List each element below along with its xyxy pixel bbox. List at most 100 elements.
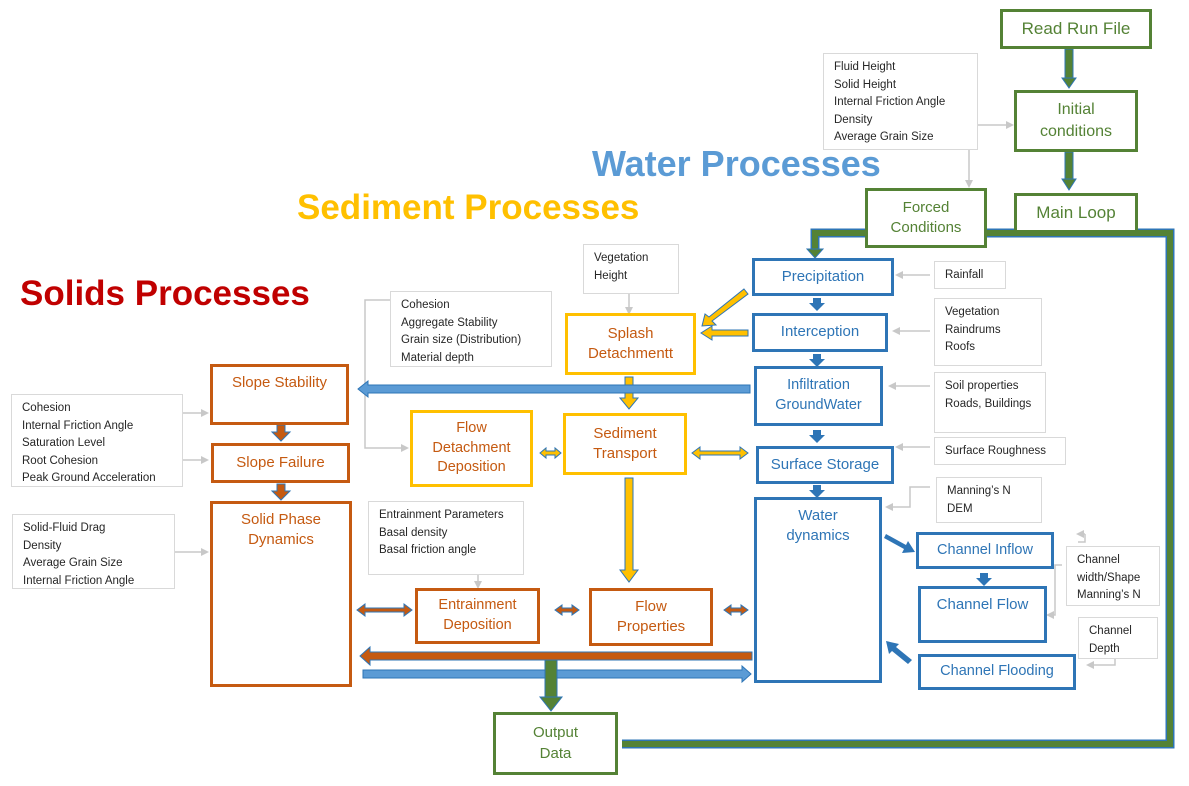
channel-inflow-label: Channel Inflow: [937, 541, 1033, 558]
param-item: Average Grain Size: [23, 557, 123, 569]
flow-detachment-label-3: Deposition: [437, 459, 506, 476]
slope-stability-box[interactable]: Slope Stability: [210, 364, 349, 425]
surface-storage-label: Surface Storage: [770, 455, 880, 473]
param-item: Internal Friction Angle: [834, 96, 946, 108]
solids-chain-arrows: [270, 424, 292, 501]
splash-detachment-label-1: Splash: [607, 324, 654, 342]
slope-failure-box[interactable]: Slope Failure: [211, 443, 350, 483]
slope-params-box: Cohesion Internal Friction Angle Saturat…: [11, 394, 183, 487]
param-item: Depth: [1089, 642, 1120, 655]
channel-flow-label: Channel Flow: [936, 596, 1029, 613]
vegetation-params-box: Vegetation Height: [583, 244, 679, 294]
param-item: Roads, Buildings: [945, 397, 1032, 410]
flow-detachment-label-1: Flow: [456, 420, 487, 437]
initial-conditions-box[interactable]: Initial conditions: [1014, 90, 1138, 152]
solid-phase-dynamics-label-1: Solid Phase: [240, 511, 322, 528]
sediment-transport-label-1: Sediment: [593, 424, 657, 442]
water-chain-arrows: [809, 298, 992, 664]
entrainment-deposition-label-1: Entrainment: [438, 597, 517, 614]
interception-label: Interception: [780, 323, 860, 341]
precipitation-box[interactable]: Precipitation: [752, 258, 894, 296]
water-dynamics-box[interactable]: Water dynamics: [754, 497, 882, 683]
param-item: Cohesion: [22, 402, 71, 414]
read-run-file-box[interactable]: Read Run File: [1000, 9, 1152, 49]
slope-failure-label: Slope Failure: [236, 453, 325, 471]
param-item: Peak Ground Acceleration: [22, 472, 156, 484]
param-item: Height: [594, 269, 628, 282]
main-loop-box[interactable]: Main Loop: [1014, 193, 1138, 233]
infiltration-label-2: GroundWater: [775, 397, 862, 413]
sediment-transport-box[interactable]: Sediment Transport: [563, 413, 687, 475]
param-item: Basal friction angle: [379, 544, 477, 556]
channel-depth-params-box: Channel Depth: [1078, 617, 1158, 659]
channel-inflow-box[interactable]: Channel Inflow: [916, 532, 1054, 569]
param-item: Density: [834, 113, 873, 126]
solid-phase-params-box: Solid-Fluid Drag Density Average Grain S…: [12, 514, 175, 589]
param-item: Internal Friction Angle: [22, 419, 134, 432]
param-item: width/Shape: [1077, 571, 1141, 584]
sediment-processes-title: Sediment Processes: [297, 188, 640, 227]
entrainment-deposition-box[interactable]: Entrainment Deposition: [415, 588, 540, 644]
main-loop-label: Main Loop: [1036, 202, 1116, 222]
param-item: Channel: [1077, 554, 1120, 566]
entrainment-deposition-label-2: Deposition: [443, 617, 512, 633]
param-item: Vegetation: [594, 252, 649, 264]
param-item: Raindrums: [945, 323, 1001, 336]
flow-properties-label-1: Flow: [635, 597, 667, 615]
forced-conditions-label-1: Forced: [902, 198, 950, 216]
param-item: Channel: [1089, 625, 1132, 637]
arrow-to-output: [538, 659, 564, 712]
roughness-params-box: Surface Roughness: [934, 437, 1066, 465]
solid-phase-dynamics-box[interactable]: Solid Phase Dynamics: [210, 501, 352, 687]
output-data-box[interactable]: Output Data: [493, 712, 618, 775]
param-item: Cohesion: [401, 299, 450, 311]
param-item: Average Grain Size: [834, 131, 934, 143]
channel-flooding-label: Channel Flooding: [940, 663, 1054, 680]
param-item: Solid-Fluid Drag: [23, 522, 106, 534]
interception-box[interactable]: Interception: [752, 313, 888, 352]
param-item: Entrainment Parameters: [379, 509, 504, 521]
sediment-props-params-box: Cohesion Aggregate Stability Grain size …: [390, 291, 552, 367]
forced-conditions-label-2: Conditions: [890, 219, 962, 236]
param-item: Rainfall: [945, 269, 984, 281]
param-item: DEM: [947, 502, 973, 515]
param-item: Density: [23, 539, 62, 552]
param-item: Vegetation: [945, 306, 1000, 318]
param-item: Basal density: [379, 526, 448, 539]
splash-detachment-label-2: Detachmentt: [587, 345, 674, 362]
interception-params-box: Vegetation Raindrums Roofs: [934, 298, 1042, 366]
channel-flow-box[interactable]: Channel Flow: [918, 586, 1047, 643]
param-item: Material depth: [401, 351, 474, 364]
flow-detachment-deposition-box[interactable]: Flow Detachment Deposition: [410, 410, 533, 487]
output-data-label-1: Output: [532, 724, 579, 742]
water-to-slope-bar: [357, 379, 751, 399]
surface-storage-box[interactable]: Surface Storage: [756, 446, 894, 484]
param-item: Manning’s N: [947, 485, 1011, 497]
water-dynamics-label-2: dynamics: [786, 527, 850, 545]
splash-detachment-box[interactable]: Splash Detachmentt: [565, 313, 696, 375]
param-item: Grain size (Distribution): [401, 334, 522, 346]
forced-conditions-box[interactable]: Forced Conditions: [865, 188, 987, 248]
initial-params-box: Fluid Height Solid Height Internal Frict…: [823, 53, 978, 150]
precipitation-label: Precipitation: [781, 267, 865, 285]
channel-flooding-box[interactable]: Channel Flooding: [918, 654, 1076, 690]
rainfall-params-box: Rainfall: [934, 261, 1006, 289]
main-loop-frame: [622, 228, 1175, 749]
solids-double-arrows: [356, 603, 749, 617]
soil-params-box: Soil properties Roads, Buildings: [934, 372, 1046, 433]
water-to-solids-bar: [359, 645, 753, 667]
param-item: Saturation Level: [22, 437, 106, 449]
param-item: Internal Friction Angle: [23, 574, 135, 587]
param-item: Surface Roughness: [945, 445, 1047, 457]
entrainment-params-box: Entrainment Parameters Basal density Bas…: [368, 501, 524, 575]
arrow-initial-to-mainloop: [1061, 151, 1077, 191]
param-item: Soil properties: [945, 380, 1019, 392]
flow-properties-box[interactable]: Flow Properties: [589, 588, 713, 646]
flow-detachment-label-2: Detachment: [432, 439, 511, 456]
initial-conditions-label-2: conditions: [1039, 123, 1113, 140]
solid-phase-dynamics-label-2: Dynamics: [248, 531, 314, 549]
arrow-readrun-to-initial: [1061, 48, 1077, 89]
param-item: Aggregate Stability: [401, 316, 498, 329]
infiltration-groundwater-box[interactable]: Infiltration GroundWater: [754, 366, 883, 426]
